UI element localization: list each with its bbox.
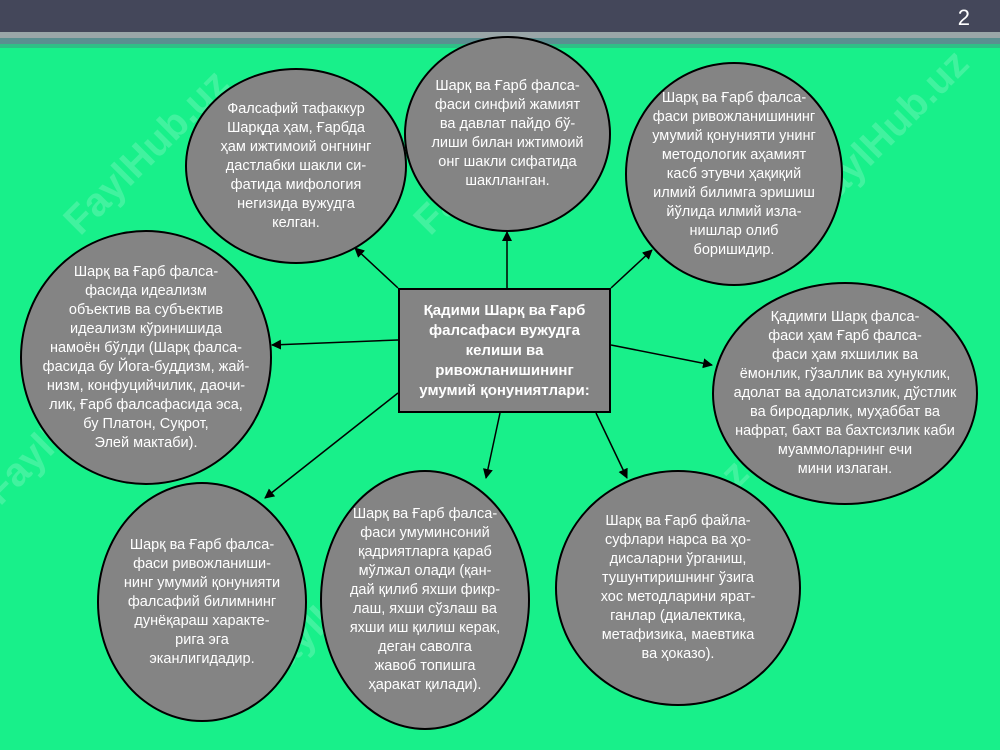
diagram-node-5: Қадимги Шарқ фалса- фаси ҳам Ғарб фалса-… [712,282,978,505]
diagram-node-6: Шарқ ва Ғарб фалса- фаси ривожланиши- ни… [97,482,307,722]
arrow-to-node-4 [271,339,399,350]
diagram-node-1: Фалсафий тафаккур Шарқда ҳам, Ғарбда ҳам… [185,68,407,264]
arrow-to-node-6 [264,392,399,499]
arrow-to-node-8 [595,412,628,479]
central-topic-box: Қадими Шарқ ва Ғарб фалсафаси вужудга ке… [398,288,611,413]
diagram-node-7: Шарқ ва Ғарб фалса- фаси умуминсоний қад… [320,470,530,730]
diagram-node-4: Шарқ ва Ғарб фалса- фасида идеализм объе… [20,230,272,485]
header-stripe [0,32,1000,38]
diagram-node-8: Шарқ ва Ғарб файла- суфлари нарса ва ҳо-… [555,470,801,706]
page-number: 2 [957,5,970,30]
title-bar [0,0,1000,32]
arrow-to-node-3 [610,249,653,289]
diagram-node-3: Шарқ ва Ғарб фалса- фаси ривожланишининг… [625,62,843,286]
arrow-to-node-7 [483,412,501,479]
arrow-to-node-1 [354,247,399,289]
diagram-node-2: Шарқ ва Ғарб фалса- фаси синфий жамият в… [404,36,611,232]
arrow-to-node-5 [610,344,713,369]
